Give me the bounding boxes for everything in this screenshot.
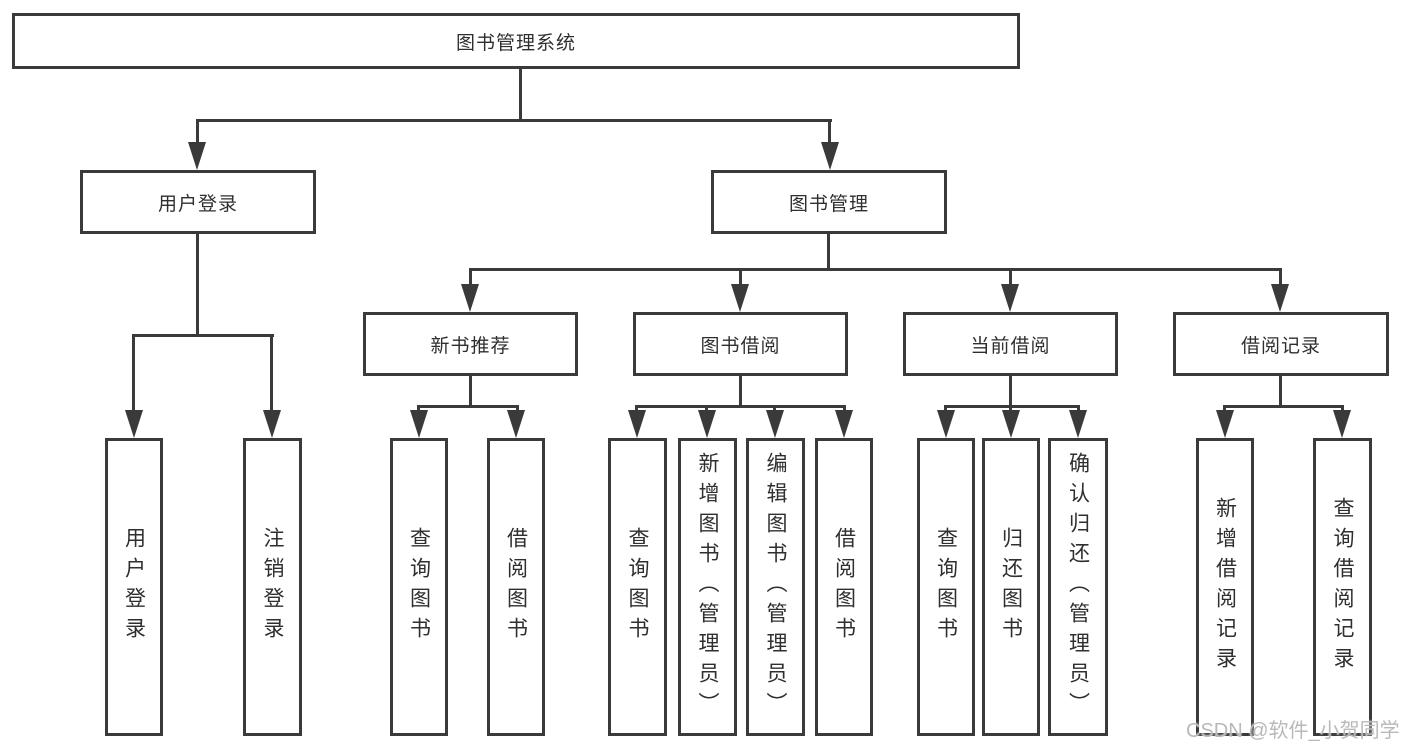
connector-stub: [843, 405, 846, 413]
node-library-system-label: 图书管理系统: [455, 32, 576, 54]
arrow-down-icon: [1001, 284, 1019, 312]
connector-stub: [705, 405, 708, 413]
leaf-logout: 注销登录: [243, 438, 302, 736]
leaf-return-books-label: 归还图书: [999, 527, 1023, 647]
node-current-borrowing: 当前借阅: [903, 312, 1118, 376]
connector-stub: [1009, 405, 1012, 413]
arrow-down-icon: [766, 410, 784, 438]
connector-stub: [944, 405, 947, 413]
connector-stub: [1223, 405, 1226, 413]
arrow-down-icon: [461, 284, 479, 312]
leaf-confirm-return-admin: 确认归还（管理员）: [1048, 438, 1108, 736]
leaf-query-books-recommend: 查询图书: [390, 438, 448, 736]
node-book-management-label: 图书管理: [788, 193, 869, 215]
leaf-query-books-borrowing: 查询图书: [608, 438, 667, 736]
arrow-down-icon: [1271, 284, 1289, 312]
connector-user-login-stem: [196, 234, 199, 336]
leaf-edit-books-admin: 编辑图书（管理员）: [746, 438, 805, 736]
connector-stub: [417, 405, 420, 413]
leaf-query-borrow-record: 查询借阅记录: [1313, 438, 1372, 736]
connector-borrow-records-bar: [1223, 405, 1344, 408]
leaf-borrow-books-recommend: 借阅图书: [487, 438, 545, 736]
connector-book-mgmt-bar: [469, 268, 1282, 271]
connector-stub: [773, 405, 776, 413]
arrow-down-icon: [821, 142, 839, 170]
arrow-down-icon: [507, 410, 525, 438]
node-book-borrowing-label: 图书借阅: [700, 335, 781, 357]
csdn-watermark: CSDN @软件_小贺同学: [1186, 720, 1400, 742]
arrow-down-icon: [1333, 410, 1351, 438]
connector-drop-book-mgmt: [828, 119, 831, 145]
connector-stub: [635, 405, 638, 413]
connector-book-borrow-stem: [739, 376, 742, 407]
node-borrowing-records-label: 借阅记录: [1240, 335, 1321, 357]
arrow-down-icon: [628, 410, 646, 438]
connector-user-login-bar: [132, 334, 274, 337]
connector-borrow-records-stem: [1279, 376, 1282, 407]
leaf-add-books-admin-label: 新增图书（管理员）: [696, 452, 720, 722]
connector-root-stem: [519, 68, 522, 120]
arrow-down-icon: [1216, 410, 1234, 438]
leaf-query-books-current: 查询图书: [917, 438, 975, 736]
leaf-query-books-recommend-label: 查询图书: [407, 527, 431, 647]
node-book-borrowing: 图书借阅: [633, 312, 848, 376]
node-library-system: 图书管理系统: [12, 13, 1020, 69]
connector-drop-current-borrow: [1009, 268, 1012, 286]
leaf-add-books-admin: 新增图书（管理员）: [678, 438, 737, 736]
node-borrowing-records: 借阅记录: [1173, 312, 1389, 376]
arrow-down-icon: [835, 410, 853, 438]
connector-book-borrow-bar: [635, 405, 846, 408]
leaf-query-books-current-label: 查询图书: [934, 527, 958, 647]
leaf-edit-books-admin-label: 编辑图书（管理员）: [764, 452, 788, 722]
leaf-add-borrow-record-label: 新增借阅记录: [1213, 497, 1237, 677]
node-new-book-recommend-label: 新书推荐: [430, 335, 511, 357]
leaf-query-borrow-record-label: 查询借阅记录: [1331, 497, 1355, 677]
connector-root-bar: [196, 119, 832, 122]
arrow-down-icon: [410, 410, 428, 438]
connector-drop-user-login: [196, 119, 199, 145]
node-current-borrowing-label: 当前借阅: [970, 335, 1051, 357]
node-user-login-label: 用户登录: [157, 193, 238, 215]
arrow-down-icon: [937, 410, 955, 438]
leaf-add-borrow-record: 新增借阅记录: [1196, 438, 1254, 736]
node-book-management: 图书管理: [711, 170, 947, 234]
arrow-down-icon: [1069, 410, 1087, 438]
connector-drop-borrow-records: [1279, 268, 1282, 286]
connector-stub: [516, 405, 519, 413]
connector-stub: [1077, 405, 1080, 413]
leaf-return-books: 归还图书: [982, 438, 1040, 736]
arrow-down-icon: [1002, 410, 1020, 438]
leaf-borrow-books-recommend-label: 借阅图书: [504, 527, 528, 647]
arrow-down-icon: [263, 410, 281, 438]
connector-drop-leaf-user-login: [132, 334, 135, 410]
arrow-down-icon: [125, 410, 143, 438]
leaf-borrow-books: 借阅图书: [815, 438, 873, 736]
node-new-book-recommend: 新书推荐: [363, 312, 578, 376]
leaf-confirm-return-admin-label: 确认归还（管理员）: [1066, 452, 1090, 722]
node-user-login: 用户登录: [80, 170, 316, 234]
connector-drop-new-book-rec: [469, 268, 472, 286]
leaf-logout-label: 注销登录: [261, 527, 285, 647]
connector-stub: [1341, 405, 1344, 413]
connector-current-borrow-bar: [944, 405, 1080, 408]
arrow-down-icon: [698, 410, 716, 438]
connector-drop-book-borrow: [739, 268, 742, 286]
connector-book-mgmt-stem: [827, 234, 830, 270]
leaf-query-books-borrowing-label: 查询图书: [626, 527, 650, 647]
connector-current-borrow-stem: [1009, 376, 1012, 407]
arrow-down-icon: [188, 142, 206, 170]
connector-new-book-rec-bar: [417, 405, 519, 408]
leaf-user-login-label: 用户登录: [122, 527, 146, 647]
arrow-down-icon: [731, 284, 749, 312]
connector-new-book-rec-stem: [469, 376, 472, 407]
leaf-user-login: 用户登录: [105, 438, 163, 736]
leaf-borrow-books-label: 借阅图书: [832, 527, 856, 647]
connector-drop-leaf-logout: [270, 334, 273, 410]
